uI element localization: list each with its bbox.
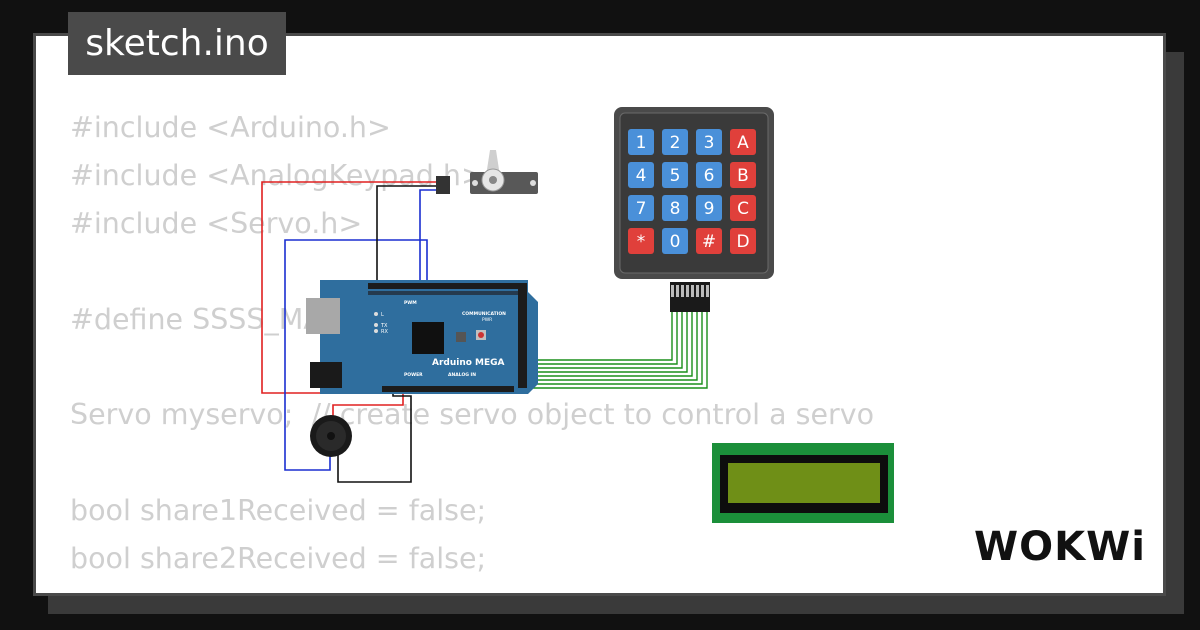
keypad-key: [628, 228, 654, 254]
lcd-display: [712, 443, 894, 523]
keypad-key: [628, 162, 654, 188]
servo-motor: [436, 150, 538, 194]
keypad-keys: 1 2 3 A 4 5 6 B 7 8 9 C * 0 # D: [628, 129, 756, 254]
keypad-key-label: 8: [670, 199, 681, 219]
chip: [412, 322, 444, 354]
wires: [261, 181, 708, 483]
keypad-key-label: 1: [636, 133, 647, 153]
power-jack: [310, 362, 342, 388]
pwm-label: PWM: [404, 300, 417, 306]
keypad-key-label: A: [737, 133, 749, 153]
led-tx-label: TX: [380, 323, 388, 329]
communication-label: COMMUNICATION: [462, 311, 506, 317]
keypad-key-label: C: [737, 199, 749, 219]
keypad-key-label: 9: [704, 199, 715, 219]
board-name: Arduino MEGA: [432, 358, 505, 368]
code-line-1: #include <Arduino.h>: [70, 111, 391, 144]
buzzer: [310, 415, 352, 457]
keypad-key: [696, 162, 722, 188]
keypad-key-label: B: [737, 166, 749, 186]
keypad-key: [628, 195, 654, 221]
analog-in-label: ANALOG IN: [448, 372, 476, 378]
code-line-10: bool share2Received = false;: [70, 542, 487, 576]
led-rx-label: RX: [381, 329, 388, 335]
wire-black: [376, 185, 448, 286]
keypad-key-label: #: [702, 232, 716, 252]
wire-blue-signal: [419, 189, 448, 286]
keypad: 1 2 3 A 4 5 6 B 7 8 9 C * 0 # D: [614, 107, 774, 312]
power-label: POWER: [404, 372, 423, 378]
keypad-key: [730, 129, 756, 155]
code-line-3: #include <Servo.h>: [70, 206, 363, 240]
keypad-key-label: *: [637, 232, 646, 252]
keypad-key-label: D: [736, 232, 749, 252]
keypad-key: [730, 195, 756, 221]
keypad-key: [696, 228, 722, 254]
keypad-key: [696, 129, 722, 155]
keypad-key: [628, 129, 654, 155]
keypad-key: [662, 129, 688, 155]
header-bottom: [382, 386, 514, 392]
keypad-key: [730, 228, 756, 254]
pwr-label: PWR: [482, 317, 492, 323]
keypad-key: [662, 228, 688, 254]
keypad-key: [662, 195, 688, 221]
header-top: [368, 283, 518, 289]
keypad-key-label: 7: [636, 199, 647, 219]
keypad-key-label: 3: [704, 133, 715, 153]
keypad-key-label: 2: [670, 133, 681, 153]
keypad-key: [662, 162, 688, 188]
code-preview: #include <Arduino.h> #include <AnalogKey…: [70, 104, 874, 583]
usb-port: [306, 298, 340, 334]
keypad-key: [696, 195, 722, 221]
code-line-2: #include <AnalogKeypad.h>: [70, 158, 485, 192]
filename-label: sketch.ino: [68, 12, 286, 75]
servo-connector: [436, 176, 450, 194]
wire-blue: [284, 239, 428, 471]
preview-card: #include <Arduino.h> #include <AnalogKey…: [33, 33, 1166, 596]
keypad-key-label: 4: [636, 166, 647, 186]
code-line-9: bool share1Received = false;: [70, 494, 487, 528]
wires-green: [522, 312, 708, 389]
keypad-key-label: 6: [704, 166, 715, 186]
arduino-mega-board: L TX RX PWM COMMUNICATION PWR Arduino ME…: [306, 280, 538, 394]
keypad-key-label: 0: [670, 232, 681, 252]
keypad-key: [730, 162, 756, 188]
wokwi-logo: WOKWi: [974, 524, 1146, 570]
led-l-label: L: [381, 312, 384, 318]
keypad-key-label: 5: [670, 166, 681, 186]
header-right: [518, 283, 527, 388]
